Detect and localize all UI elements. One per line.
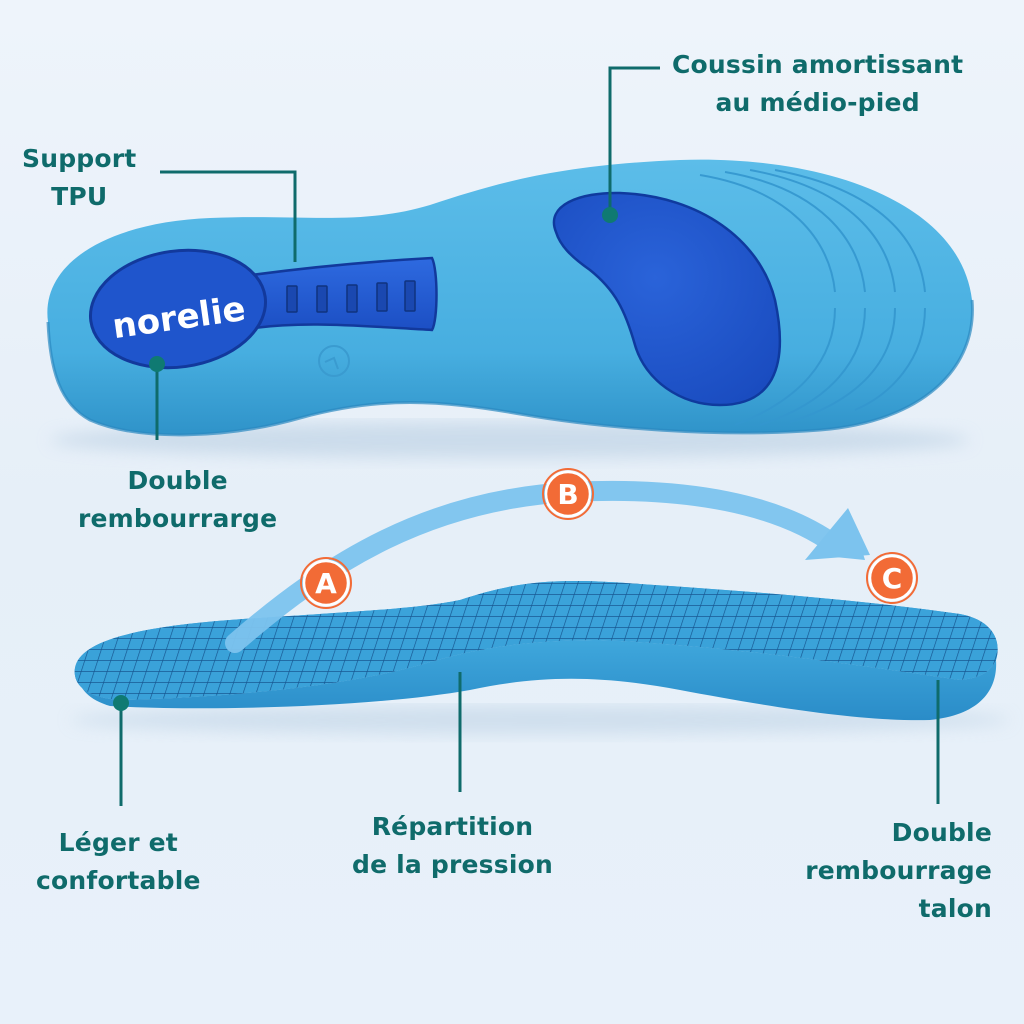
midfoot-gel-pad xyxy=(552,191,782,407)
bottom-insole xyxy=(70,581,1010,734)
leader-dots xyxy=(113,207,618,711)
flow-marker-c: C xyxy=(866,552,918,604)
callout-heel-double-padding: Double rembourrage talon xyxy=(805,818,992,923)
callout-midfoot-cushion: Coussin amortissant au médio-pied xyxy=(672,50,964,117)
tpu-support: norelie xyxy=(88,248,438,370)
top-insole: norelie xyxy=(46,159,974,458)
flow-marker-a: A xyxy=(300,557,352,609)
svg-text:B: B xyxy=(557,478,578,511)
callout-light-comfortable: Léger et confortable xyxy=(36,828,201,895)
leader-lines xyxy=(119,66,940,806)
callout-double-padding: Double rembourrarge xyxy=(78,466,278,533)
forefoot-grooves xyxy=(699,169,926,426)
brand-heel-pad xyxy=(88,248,268,370)
callout-support-tpu: Support TPU xyxy=(22,144,137,211)
svg-text:A: A xyxy=(315,567,337,600)
insole-side-wall xyxy=(74,640,997,721)
callout-pressure-distribution: Répartition de la pression xyxy=(352,812,553,879)
leader-support-tpu xyxy=(160,170,297,262)
flow-marker-b: B xyxy=(542,468,594,520)
heel-logo-icon xyxy=(318,345,350,377)
leader-midfoot-cushion xyxy=(608,66,660,212)
svg-text:C: C xyxy=(882,562,903,595)
tpu-slots xyxy=(286,280,416,313)
